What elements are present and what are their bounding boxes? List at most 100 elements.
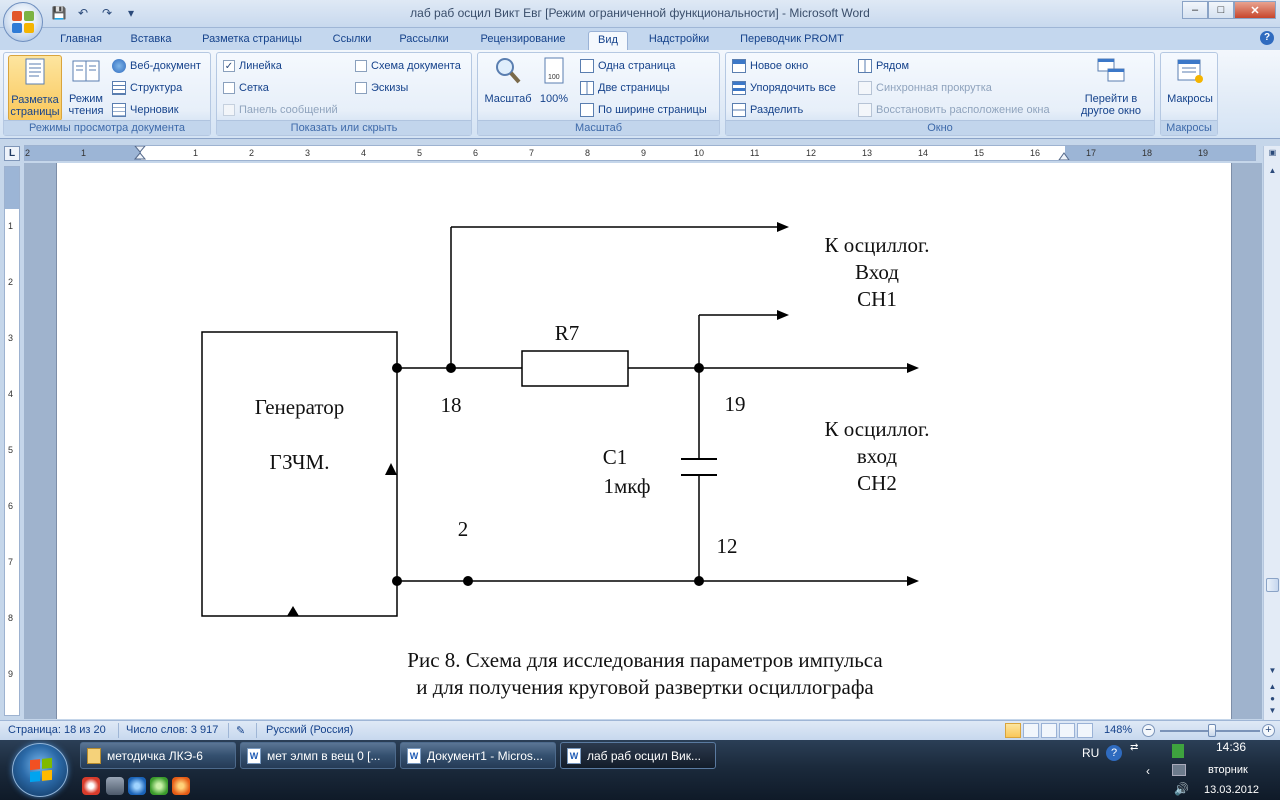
- scroll-up-icon[interactable]: ▲: [1268, 166, 1277, 175]
- zoom-level[interactable]: 148%: [1104, 724, 1133, 736]
- page-width-button[interactable]: По ширине страницы: [580, 101, 707, 119]
- one-page-button[interactable]: Одна страница: [580, 57, 675, 75]
- zoom-slider-thumb[interactable]: [1208, 724, 1216, 737]
- tab-addins[interactable]: Надстройки: [648, 33, 710, 45]
- maximize-button[interactable]: □: [1208, 1, 1234, 19]
- ruler-tick: 1: [8, 221, 14, 231]
- one-page-icon: [580, 59, 594, 73]
- clock-day[interactable]: вторник: [1208, 764, 1248, 776]
- vertical-ruler[interactable]: 1 2 3 4 5 6 7 8 9: [4, 166, 20, 716]
- ruler-tick: 4: [8, 389, 14, 399]
- horizontal-ruler[interactable]: 1 2 1 2 3 4 5 6 7 8 9 10 11 12 13 14 15 …: [24, 145, 1256, 161]
- scroll-down-icon[interactable]: ▼: [1268, 666, 1277, 675]
- draft-view-icon[interactable]: [1077, 723, 1093, 738]
- help-tray-icon[interactable]: ?: [1106, 745, 1122, 761]
- network-icon[interactable]: [1172, 764, 1186, 776]
- quicklaunch-computer-icon[interactable]: [106, 777, 124, 795]
- ruler-tick: 12: [806, 148, 817, 158]
- clock-date[interactable]: 13.03.2012: [1204, 784, 1260, 796]
- switch-windows-button[interactable]: Перейти в другое окно: [1070, 55, 1152, 121]
- zoom-100-button[interactable]: 100 100%: [536, 55, 572, 121]
- tab-view[interactable]: Вид: [588, 31, 628, 50]
- spellcheck-icon[interactable]: ✎: [236, 725, 246, 737]
- outline-view-icon[interactable]: [1059, 723, 1075, 738]
- zoom-button[interactable]: Масштаб: [482, 55, 534, 121]
- ruler-toggle-icon[interactable]: ▣: [1268, 148, 1277, 157]
- customize-qat-icon[interactable]: ▾: [127, 6, 135, 20]
- tab-promt[interactable]: Переводчик PROMT: [740, 33, 844, 45]
- status-separator: [118, 723, 119, 738]
- ruler-tick: 1: [81, 148, 87, 158]
- word-count[interactable]: Число слов: 3 917: [126, 724, 219, 736]
- browse-object-icon[interactable]: ●: [1270, 694, 1275, 703]
- clock-time[interactable]: 14:36: [1216, 740, 1247, 754]
- help-icon[interactable]: ?: [1260, 31, 1274, 45]
- new-window-button[interactable]: Новое окно: [732, 57, 808, 75]
- web-layout-button[interactable]: Веб-документ: [112, 57, 201, 75]
- reading-view-icon[interactable]: [1023, 723, 1039, 738]
- show-hidden-icons[interactable]: ‹: [1146, 764, 1150, 778]
- tab-mailings[interactable]: Рассылки: [399, 33, 449, 45]
- taskbar-item-word-1[interactable]: W мет элмп в вещ 0 [...: [240, 742, 396, 769]
- arrange-all-button[interactable]: Упорядочить все: [732, 79, 836, 97]
- document-area[interactable]: К осциллог. Вход СН1 К осциллог. вход СН…: [24, 163, 1262, 719]
- sync-scroll-button: Синхронная прокрутка: [858, 79, 992, 97]
- tab-references[interactable]: Ссылки: [332, 33, 372, 45]
- save-icon[interactable]: 💾: [51, 6, 67, 20]
- scrollbar-thumb[interactable]: [1266, 578, 1279, 592]
- indent-marker-icon[interactable]: [133, 146, 147, 160]
- start-button[interactable]: [12, 743, 68, 797]
- language-bar[interactable]: RU: [1082, 746, 1100, 760]
- print-layout-button[interactable]: Разметка страницы: [8, 55, 62, 121]
- language-indicator[interactable]: Русский (Россия): [266, 724, 354, 736]
- taskbar-item-word-2[interactable]: W Документ1 - Micros...: [400, 742, 556, 769]
- next-page-icon[interactable]: ▼: [1268, 706, 1277, 715]
- quicklaunch-ie-icon[interactable]: [128, 777, 146, 795]
- gridlines-label: Сетка: [239, 82, 269, 94]
- taskbar-item-folder[interactable]: методичка ЛКЭ-6: [80, 742, 236, 769]
- gridlines-checkbox[interactable]: Сетка: [223, 79, 269, 97]
- resistor-r7: [521, 350, 629, 387]
- macros-button[interactable]: Макросы: [1163, 55, 1217, 121]
- split-button[interactable]: Разделить: [732, 101, 803, 119]
- ruler-left-margin: [25, 146, 141, 160]
- draft-button[interactable]: Черновик: [112, 101, 179, 119]
- office-button[interactable]: [3, 2, 43, 42]
- taskbar-item-word-active[interactable]: W лаб раб осцил Вик...: [560, 742, 716, 769]
- document-map-checkbox[interactable]: Схема документа: [355, 57, 461, 75]
- tab-selector[interactable]: L: [4, 146, 20, 161]
- outline-button[interactable]: Структура: [112, 79, 182, 97]
- quicklaunch-firefox-icon[interactable]: [172, 777, 190, 795]
- zoom-in-button[interactable]: +: [1262, 724, 1275, 737]
- zoom-out-button[interactable]: −: [1142, 724, 1155, 737]
- two-pages-button[interactable]: Две страницы: [580, 79, 670, 97]
- print-layout-view-icon[interactable]: [1005, 723, 1021, 738]
- document-page[interactable]: К осциллог. Вход СН1 К осциллог. вход СН…: [56, 163, 1232, 719]
- thumbnails-checkbox[interactable]: Эскизы: [355, 79, 408, 97]
- tab-insert[interactable]: Вставка: [130, 33, 172, 45]
- tab-review[interactable]: Рецензирование: [480, 33, 566, 45]
- tray-options-icon[interactable]: ⇄: [1130, 742, 1139, 753]
- page-counter[interactable]: Страница: 18 из 20: [8, 724, 106, 736]
- volume-icon[interactable]: 🔊: [1174, 782, 1189, 796]
- side-by-side-button[interactable]: Рядом: [858, 57, 909, 75]
- quicklaunch-app-icon[interactable]: [150, 777, 168, 795]
- undo-icon[interactable]: ↶: [77, 6, 89, 20]
- tab-home[interactable]: Главная: [60, 33, 102, 45]
- vertical-scrollbar[interactable]: ▣ ▲ ▼ ▲ ● ▼: [1263, 146, 1280, 720]
- ch2-label-line2: вход: [856, 444, 898, 468]
- previous-page-icon[interactable]: ▲: [1268, 682, 1277, 691]
- quicklaunch-opera-icon[interactable]: [82, 777, 100, 795]
- power-icon[interactable]: [1172, 744, 1184, 758]
- reading-mode-button[interactable]: Режим чтения: [64, 55, 108, 121]
- minimize-button[interactable]: –: [1182, 1, 1208, 19]
- tab-page-layout[interactable]: Разметка страницы: [202, 33, 302, 45]
- generator-label: Генератор: [254, 395, 345, 419]
- web-view-icon[interactable]: [1041, 723, 1057, 738]
- ruler-checkbox[interactable]: ✓ Линейка: [223, 57, 282, 75]
- redo-icon[interactable]: ↷: [101, 6, 113, 20]
- generator-model-label: ГЗЧМ.: [269, 450, 330, 474]
- close-button[interactable]: ✕: [1234, 1, 1276, 19]
- right-indent-marker-icon[interactable]: [1057, 149, 1071, 161]
- ruler-tick: 5: [417, 148, 423, 158]
